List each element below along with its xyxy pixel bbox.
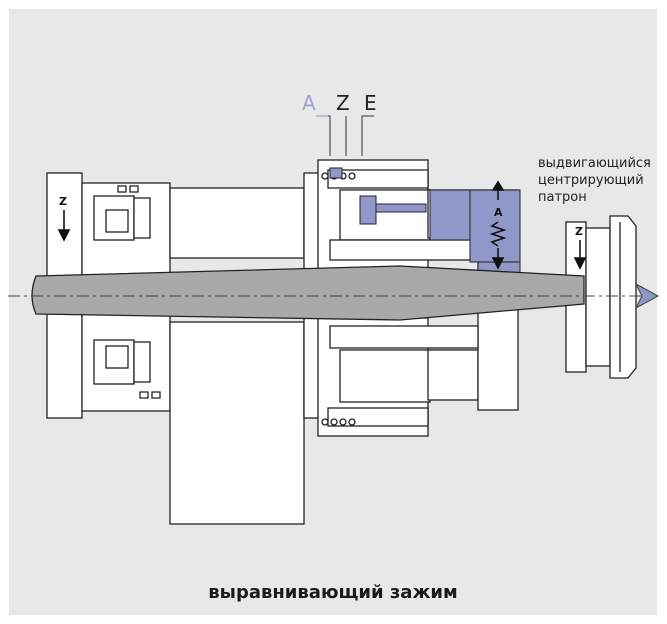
right-z-label: Z: [575, 225, 583, 238]
label-a: A: [302, 91, 316, 115]
spring-icon: [489, 221, 507, 247]
left-z-arrow-icon: [57, 210, 71, 242]
center-housing: [317, 159, 519, 437]
workpiece-shaft: [31, 265, 585, 321]
a-arrow-icon: [491, 180, 505, 270]
right-z-arrow-icon: [573, 240, 587, 270]
side-label-line-1: выдвигающийся: [538, 156, 651, 171]
left-housing: [46, 172, 325, 525]
clamping-mechanism: [329, 167, 521, 283]
left-z-label: Z: [59, 195, 67, 208]
label-z: Z: [336, 91, 350, 115]
leader-lines: [316, 115, 374, 156]
diagram-caption: выравнивающий зажим: [208, 582, 458, 603]
a-arrow-label: A: [494, 206, 503, 219]
label-e: E: [364, 91, 377, 115]
side-label-line-2: центрирующий: [538, 173, 644, 188]
centering-chuck-label: выдвигающийся центрирующий патрон: [538, 155, 651, 206]
side-label-line-3: патрон: [538, 190, 587, 205]
axis-arrow-icon: [634, 282, 660, 310]
